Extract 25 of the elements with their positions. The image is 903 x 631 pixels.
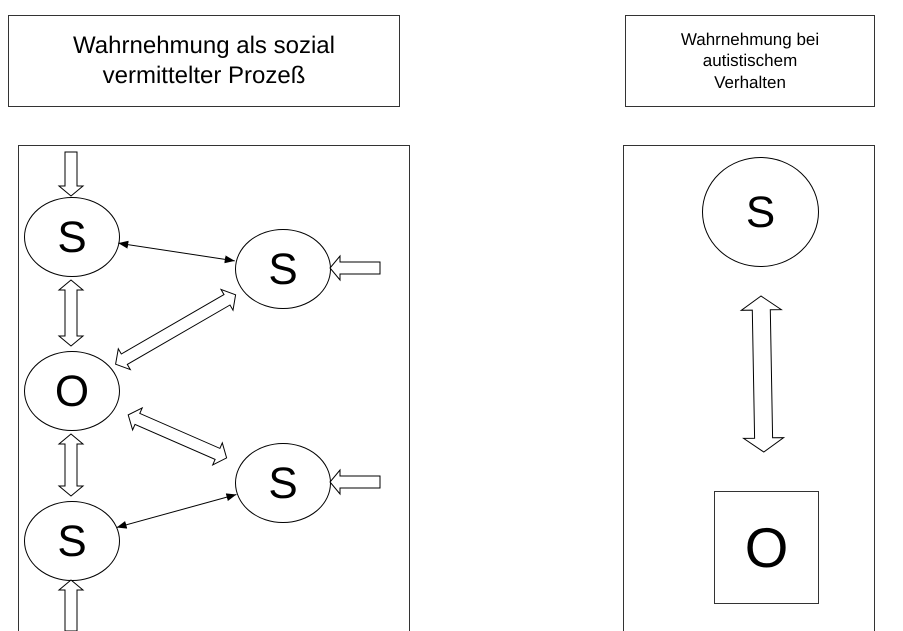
square-box — [714, 491, 819, 604]
node-letter: S — [268, 458, 298, 510]
title-box — [625, 15, 875, 107]
arrow — [118, 240, 236, 264]
node-letter: S — [746, 186, 776, 238]
panel-frame — [623, 145, 875, 631]
block-arrow — [329, 468, 380, 496]
node-letter: O — [744, 514, 788, 580]
arrow — [116, 493, 237, 529]
title-text: Wahrnehmung bei autistischem Verhalten — [680, 29, 820, 93]
block-arrow — [740, 295, 786, 453]
block-arrow — [115, 288, 236, 371]
block-arrow — [58, 579, 84, 631]
node-letter: O — [54, 366, 90, 418]
node-letter: S — [268, 244, 298, 296]
title-box — [8, 15, 400, 107]
node-letter: S — [57, 516, 87, 568]
title-text: Wahrnehmung als sozial vermittelter Prozeß — [72, 31, 336, 91]
block-arrow — [58, 433, 84, 497]
panel-frame — [18, 145, 410, 631]
node-letter: S — [57, 212, 87, 264]
block-arrow — [128, 406, 228, 466]
block-arrow — [329, 254, 380, 282]
block-arrow — [58, 152, 84, 197]
block-arrow — [58, 279, 84, 347]
